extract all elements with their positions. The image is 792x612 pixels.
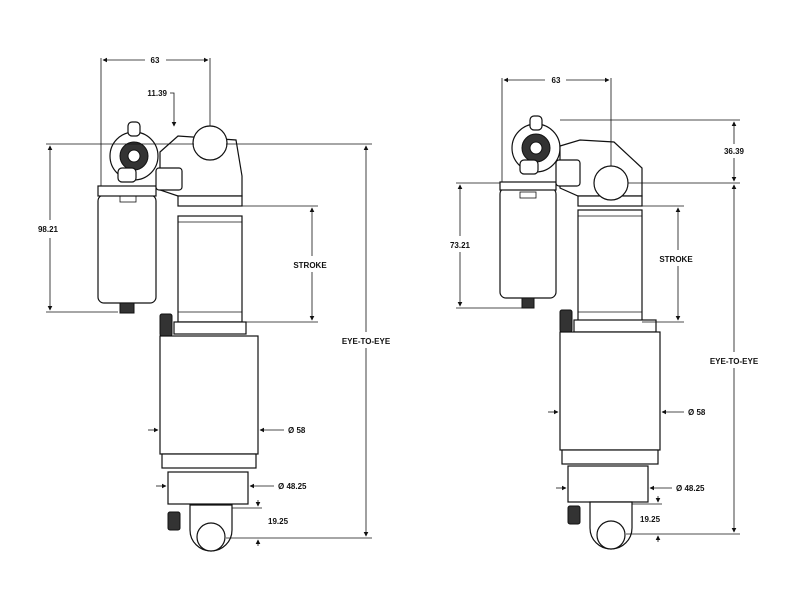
dimension-stroke-right: STROKE bbox=[642, 205, 693, 323]
upper-eye-left bbox=[192, 125, 228, 161]
dim-label-height: 73.21 bbox=[450, 241, 471, 250]
reservoir-right bbox=[499, 181, 557, 309]
dim-label-dia58: Ø 58 bbox=[288, 426, 306, 435]
dimension-dia58-right: Ø 58 bbox=[548, 408, 706, 417]
compression-knob-left bbox=[109, 121, 159, 183]
compression-knob-right bbox=[511, 115, 561, 175]
damper-body-left bbox=[177, 215, 243, 323]
dim-label-bottom: 19.25 bbox=[640, 515, 661, 524]
reservoir-left bbox=[97, 185, 157, 314]
dim-label-stroke: STROKE bbox=[293, 261, 327, 270]
damper-body-right bbox=[577, 209, 643, 323]
dimension-offset-left: 11.39 bbox=[147, 89, 177, 127]
dimension-eye-to-eye-right: EYE-TO-EYE bbox=[626, 184, 759, 535]
dimension-bottom-right: 19.25 bbox=[632, 496, 662, 542]
dim-label-width: 63 bbox=[151, 56, 160, 65]
shock-view-left: 63 11.39 98.21 STROKE EYE-TO-EYE bbox=[38, 56, 391, 552]
dim-label-dia48: Ø 48.25 bbox=[278, 482, 307, 491]
dimension-stroke-left: STROKE bbox=[242, 205, 327, 323]
dimension-dia48-left: Ø 48.25 bbox=[156, 482, 307, 491]
dim-label-eye-to-eye: EYE-TO-EYE bbox=[710, 357, 759, 366]
dim-label-offset: 36.39 bbox=[724, 147, 745, 156]
lower-eye-left bbox=[189, 504, 233, 552]
lower-collar-left bbox=[167, 471, 249, 505]
dimension-height-left: 98.21 bbox=[38, 143, 194, 313]
dimension-bottom-left: 19.25 bbox=[232, 500, 289, 546]
dimension-offset-right: 36.39 bbox=[560, 119, 745, 184]
dim-label-eye-to-eye: EYE-TO-EYE bbox=[342, 337, 391, 346]
dim-label-height: 98.21 bbox=[38, 225, 59, 234]
seal-ring-left bbox=[173, 321, 247, 335]
dimension-height-right: 73.21 bbox=[450, 182, 522, 309]
lower-collar-right bbox=[567, 465, 649, 503]
upper-eye-right bbox=[593, 165, 629, 201]
dim-label-stroke: STROKE bbox=[659, 255, 693, 264]
dim-label-offset: 11.39 bbox=[147, 89, 167, 98]
air-can-right bbox=[559, 331, 661, 465]
rebound-knob-right bbox=[567, 505, 581, 525]
dim-label-width: 63 bbox=[552, 76, 561, 85]
dim-label-dia58: Ø 58 bbox=[688, 408, 706, 417]
shock-body-upper-left bbox=[155, 135, 243, 207]
shock-view-right: 63 36.39 73.21 STROKE EYE-TO-EY bbox=[450, 76, 759, 550]
dimension-eye-to-eye-left: EYE-TO-EYE bbox=[226, 143, 391, 539]
air-can-left bbox=[159, 335, 259, 469]
dimension-width-right: 63 bbox=[501, 76, 612, 182]
dimension-dia58-left: Ø 58 bbox=[148, 426, 306, 435]
dimension-dia48-right: Ø 48.25 bbox=[556, 484, 705, 493]
lower-eye-right bbox=[589, 501, 633, 550]
dim-label-dia48: Ø 48.25 bbox=[676, 484, 705, 493]
dimension-width-left: 63 bbox=[100, 56, 211, 186]
rebound-knob-left bbox=[167, 511, 181, 531]
dim-label-bottom: 19.25 bbox=[268, 517, 289, 526]
